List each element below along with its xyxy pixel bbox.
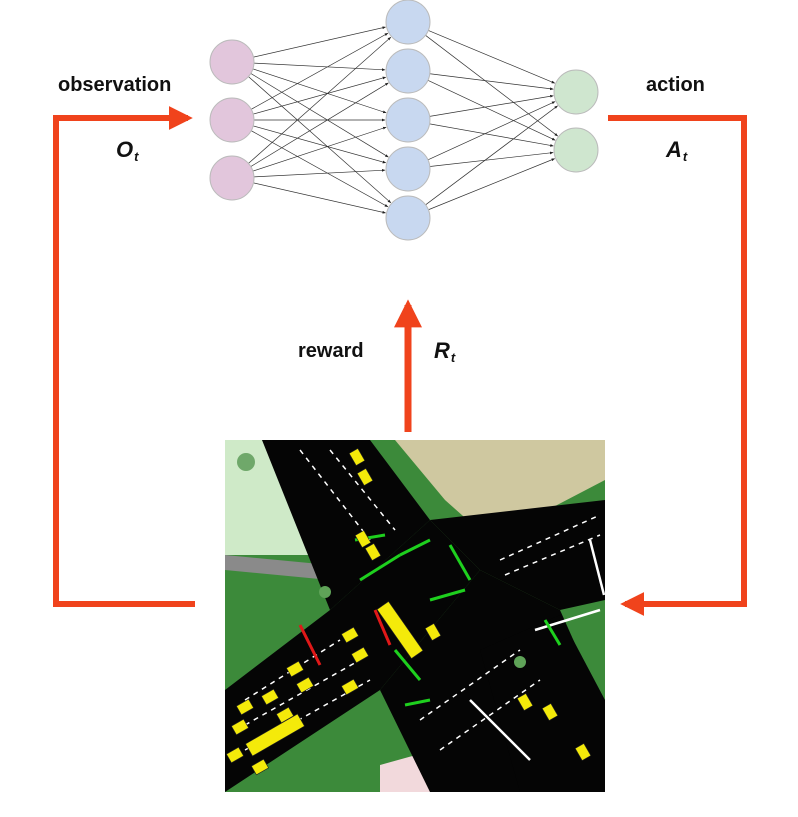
network-edge	[250, 73, 389, 158]
input-node	[209, 97, 255, 143]
hidden-node	[385, 48, 431, 94]
observation-arrow	[53, 106, 195, 607]
network-edge	[253, 76, 387, 115]
network-edge	[428, 30, 556, 84]
network-edge	[429, 73, 554, 91]
observation-label: observation	[58, 74, 172, 96]
network-edge	[253, 168, 386, 178]
network-edge	[429, 123, 554, 147]
network-edge	[253, 182, 386, 214]
action-symbol: At	[666, 137, 687, 164]
network-edge	[253, 26, 386, 58]
action-arrow	[608, 115, 747, 616]
network-edge	[429, 151, 554, 167]
action-symbol-subscript: t	[682, 149, 688, 164]
network-edge	[428, 158, 556, 211]
observation-symbol-letter: O	[116, 137, 134, 162]
reward-symbol-letter: R	[434, 338, 450, 363]
network-edge	[248, 36, 392, 164]
network-edge	[251, 32, 389, 110]
network-edge	[252, 68, 387, 114]
observation-symbol-subscript: t	[134, 149, 139, 164]
action-label: action	[646, 74, 705, 96]
traffic-scene	[225, 440, 605, 792]
network-edge	[425, 105, 558, 206]
reward-label: reward	[298, 340, 364, 362]
action-symbol-letter: A	[666, 137, 682, 162]
network-edge	[253, 125, 387, 164]
network-edge	[427, 101, 556, 161]
network-edge	[427, 80, 556, 141]
network-edge	[429, 94, 554, 117]
observation-symbol: Ot	[116, 137, 138, 164]
input-node	[209, 155, 255, 201]
hidden-node	[385, 0, 431, 45]
network-edge	[250, 82, 389, 167]
hidden-node	[385, 146, 431, 192]
output-node	[553, 69, 599, 115]
output-node	[553, 127, 599, 173]
network-edge	[252, 126, 387, 172]
network-edges	[248, 26, 558, 214]
input-node	[209, 39, 255, 85]
network-edge	[425, 35, 558, 137]
network-nodes	[209, 0, 599, 241]
reward-symbol-subscript: t	[450, 350, 456, 365]
network-edge	[251, 130, 389, 208]
hidden-node	[385, 195, 431, 241]
reward-symbol: Rt	[434, 338, 455, 365]
hidden-node	[385, 97, 431, 143]
network-edge	[253, 62, 386, 72]
